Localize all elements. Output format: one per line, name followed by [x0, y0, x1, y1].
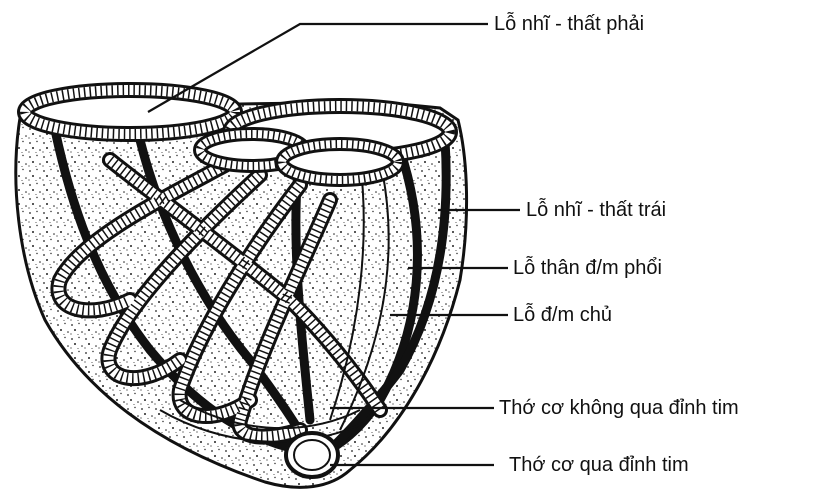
- label-pulmonary-trunk-orifice: Lỗ thân đ/m phổi: [513, 256, 662, 280]
- label-aortic-orifice: Lỗ đ/m chủ: [513, 303, 612, 327]
- label-fibers-not-through-apex: Thớ cơ không qua đỉnh tim: [499, 396, 739, 420]
- label-left-av-orifice: Lỗ nhĩ - thất trái: [526, 198, 666, 222]
- apex-loop: [286, 433, 338, 477]
- label-right-av-orifice: Lỗ nhĩ - thất phải: [494, 12, 644, 36]
- label-fibers-through-apex: Thớ cơ qua đỉnh tim: [509, 453, 689, 477]
